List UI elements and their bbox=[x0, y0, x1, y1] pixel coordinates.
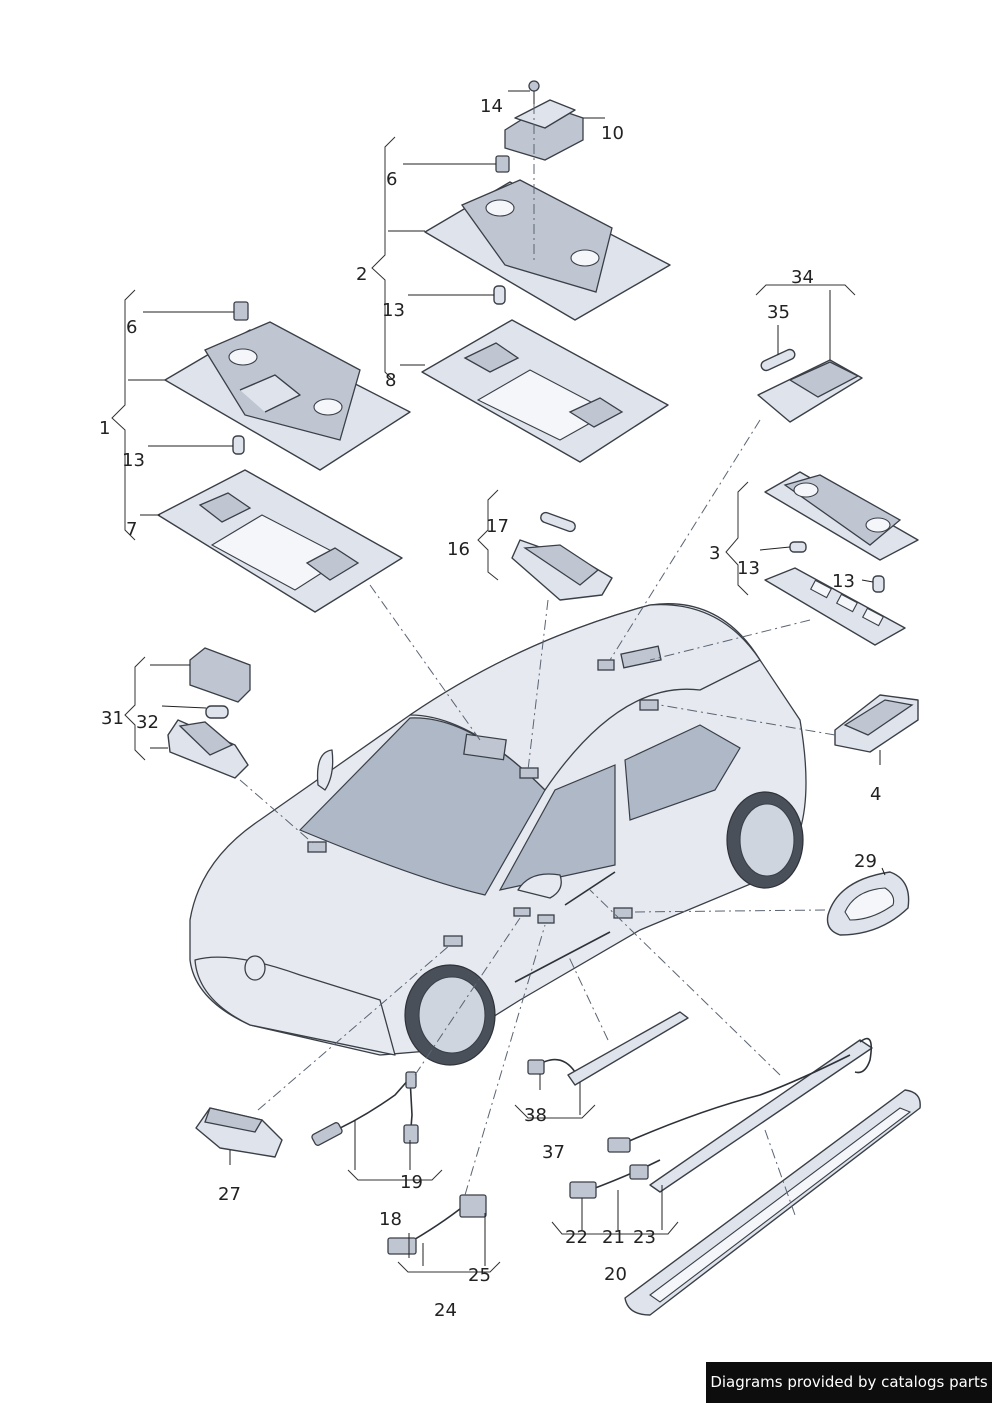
label-18: 18 bbox=[379, 1209, 402, 1230]
label-13-right-b: 13 bbox=[832, 571, 855, 592]
part-1-console-housing bbox=[164, 321, 411, 471]
label-21: 21 bbox=[602, 1227, 625, 1248]
part-13-bulb-right-b bbox=[872, 575, 885, 593]
label-22: 22 bbox=[565, 1227, 588, 1248]
part-7-trim-frame-left bbox=[157, 469, 403, 613]
label-31: 31 bbox=[101, 708, 124, 729]
part-16-lamp bbox=[511, 539, 613, 601]
connection-lines bbox=[239, 104, 836, 1216]
label-19: 19 bbox=[400, 1172, 423, 1193]
label-25: 25 bbox=[468, 1265, 491, 1286]
part-22-wiring bbox=[569, 1054, 851, 1199]
label-17: 17 bbox=[486, 516, 509, 537]
label-24: 24 bbox=[434, 1300, 457, 1321]
part-2-console-housing bbox=[424, 179, 671, 321]
part-32-bulb bbox=[205, 705, 229, 719]
label-37: 37 bbox=[542, 1142, 565, 1163]
part-10-module bbox=[504, 99, 584, 161]
part-24-wiring bbox=[387, 1194, 487, 1255]
label-38: 38 bbox=[524, 1105, 547, 1126]
callout-labels: 1 2 3 4 6 6 7 8 10 13 13 13 13 14 16 17 … bbox=[99, 96, 881, 1321]
label-10: 10 bbox=[601, 123, 624, 144]
label-6-upper: 6 bbox=[386, 169, 397, 190]
label-13-left: 13 bbox=[122, 450, 145, 471]
label-27: 27 bbox=[218, 1184, 241, 1205]
braces bbox=[111, 136, 856, 1273]
part-13-bulb-upper bbox=[493, 285, 506, 305]
label-1: 1 bbox=[99, 418, 110, 439]
part-27-unit bbox=[195, 1107, 283, 1158]
part-6-clip-left bbox=[233, 301, 249, 321]
label-32: 32 bbox=[136, 712, 159, 733]
part-4-lamp bbox=[834, 694, 919, 753]
part-8-trim-frame-upper bbox=[421, 319, 669, 463]
label-13-right-a: 13 bbox=[737, 558, 760, 579]
part-29-handle bbox=[826, 871, 910, 936]
label-2: 2 bbox=[356, 264, 367, 285]
part-31-holder bbox=[167, 719, 249, 779]
part-13-bulb-left bbox=[232, 435, 245, 455]
part-13-bulb-right-a bbox=[789, 541, 807, 553]
part-20-sill-trim bbox=[624, 1089, 921, 1316]
part-35-bulb bbox=[760, 348, 796, 372]
label-13-upper: 13 bbox=[382, 300, 405, 321]
label-35: 35 bbox=[767, 302, 790, 323]
label-34: 34 bbox=[791, 267, 814, 288]
label-3: 3 bbox=[709, 543, 720, 564]
car-body bbox=[189, 603, 807, 1066]
credit-banner: Diagrams provided by catalogs parts bbox=[706, 1362, 992, 1403]
part-14-screw bbox=[528, 80, 540, 106]
label-20: 20 bbox=[604, 1264, 627, 1285]
part-6-clip-upper bbox=[495, 155, 510, 173]
part-3-console bbox=[764, 471, 919, 561]
part-37-led-strip bbox=[527, 1011, 689, 1086]
label-14: 14 bbox=[480, 96, 503, 117]
leader-lines bbox=[128, 90, 886, 1266]
label-4: 4 bbox=[870, 784, 881, 805]
label-7: 7 bbox=[126, 519, 137, 540]
part-23-strip bbox=[649, 1037, 873, 1193]
part-34-lamp bbox=[757, 359, 863, 423]
part-31-cover bbox=[189, 647, 251, 703]
label-6-left: 6 bbox=[126, 317, 137, 338]
part-3-frame bbox=[764, 567, 906, 646]
part-19-wiring bbox=[311, 1071, 419, 1146]
label-16: 16 bbox=[447, 539, 470, 560]
part-17-bulb bbox=[540, 511, 576, 533]
label-8: 8 bbox=[385, 370, 396, 391]
label-23: 23 bbox=[633, 1227, 656, 1248]
label-29: 29 bbox=[854, 851, 877, 872]
